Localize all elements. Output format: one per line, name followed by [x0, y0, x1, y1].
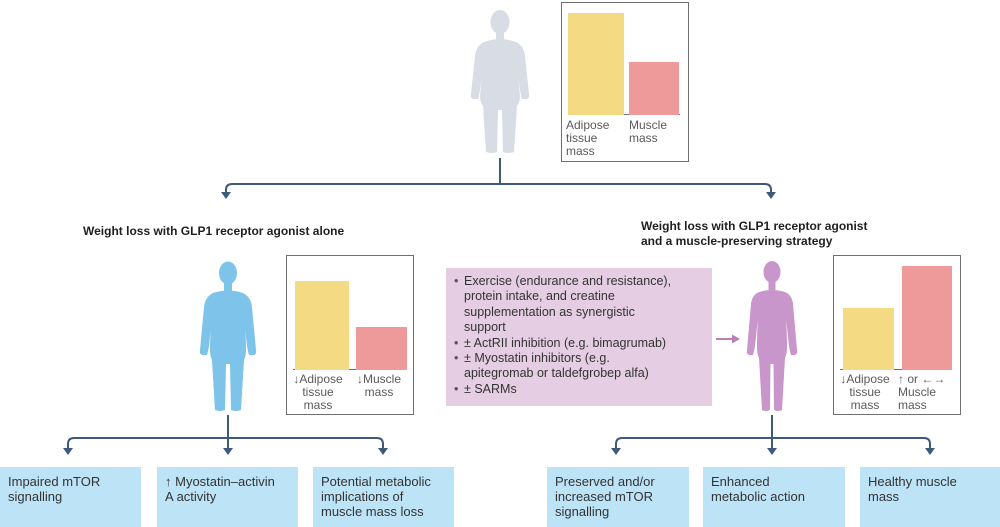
- left-section-title: Weight loss with GLP1 receptor agonist a…: [83, 224, 345, 238]
- figure-glp1-body: [199, 261, 257, 411]
- arrow-head-left-3: [378, 448, 388, 455]
- left-outcome-mtor-text: Impaired mTOR signalling: [8, 474, 101, 504]
- strategy-arrow-head: [732, 334, 740, 344]
- arrow-head-right-1: [611, 448, 621, 455]
- right-outcome-metabolic: Enhanced metabolic action: [703, 467, 845, 527]
- strategy-muscle-bar: [902, 266, 952, 370]
- strategy-list: Exercise (endurance and resistance), pro…: [454, 274, 702, 398]
- left-outcome-metabolic: Potential metabolic implications of musc…: [313, 467, 454, 527]
- baseline-muscle-bar: [629, 62, 679, 115]
- top-branch: [225, 183, 772, 194]
- baseline-chart-x-axis: [568, 114, 680, 115]
- glp1-adipose-bar: [295, 281, 349, 370]
- baseline-chart: Adipose tissue mass Muscle mass: [561, 2, 689, 162]
- arrow-head-right-2: [767, 448, 777, 455]
- left-outcome-myostatin-text: ↑ Myostatin–activin A activity: [165, 474, 275, 504]
- right-outcome-mtor: Preserved and/or increased mTOR signalli…: [547, 467, 689, 527]
- strategy-item: ± ActRII inhibition (e.g. bimagrumab): [454, 336, 702, 352]
- glp1-muscle-label: ↓Muscle mass: [356, 372, 401, 399]
- baseline-muscle-label: Muscle mass: [629, 118, 668, 145]
- strategy-chart-x-axis: [840, 369, 952, 370]
- muscle-preserving-strategy-box: Exercise (endurance and resistance), pro…: [446, 268, 712, 406]
- left-outcome-metabolic-text: Potential metabolic implications of musc…: [321, 474, 431, 519]
- arrow-head-left: [221, 192, 231, 199]
- glp1-chart-plot: [293, 262, 407, 370]
- strategy-item: ± SARMs: [454, 382, 702, 398]
- glp1-muscle-bar: [356, 327, 407, 370]
- strategy-muscle-label: ↑ or ←→ Muscle mass: [898, 372, 946, 412]
- right-outcome-mtor-text: Preserved and/or increased mTOR signalli…: [555, 474, 655, 519]
- strategy-item: Exercise (endurance and resistance), pro…: [454, 274, 702, 336]
- right-outcome-metabolic-text: Enhanced metabolic action: [711, 474, 805, 504]
- strategy-chart: ↓Adipose tissue mass ↑ or ←→ Muscle mass: [833, 255, 961, 415]
- strategy-chart-plot: [840, 262, 952, 370]
- strategy-item: ± Myostatin inhibitors (e.g. apitegromab…: [454, 351, 702, 382]
- baseline-adipose-label: Adipose tissue mass: [566, 118, 610, 158]
- strategy-adipose-label: ↓Adipose tissue mass: [840, 372, 890, 412]
- arrow-head-right-3: [925, 448, 935, 455]
- left-outcome-mtor: Impaired mTOR signalling: [0, 467, 141, 527]
- arrow-head-right: [766, 192, 776, 199]
- glp1-chart: ↓Adipose tissue mass ↓Muscle mass: [286, 255, 414, 415]
- arrow-head-left-1: [63, 448, 73, 455]
- right-outcome-healthy-muscle: Healthy muscle mass: [860, 467, 1000, 527]
- right-outcome-healthy-muscle-text: Healthy muscle mass: [868, 474, 957, 504]
- baseline-chart-plot: [568, 9, 680, 115]
- figure-baseline-body: [470, 10, 530, 153]
- glp1-chart-x-axis: [293, 369, 405, 370]
- figure-strategy-body: [746, 261, 798, 411]
- baseline-adipose-bar: [568, 13, 624, 115]
- arrow-head-left-2: [223, 448, 233, 455]
- strategy-adipose-bar: [843, 308, 894, 370]
- right-section-title: Weight loss with GLP1 receptor agonist a…: [641, 219, 868, 248]
- glp1-adipose-label: ↓Adipose tissue mass: [293, 372, 343, 412]
- left-outcome-myostatin: ↑ Myostatin–activin A activity: [157, 467, 298, 527]
